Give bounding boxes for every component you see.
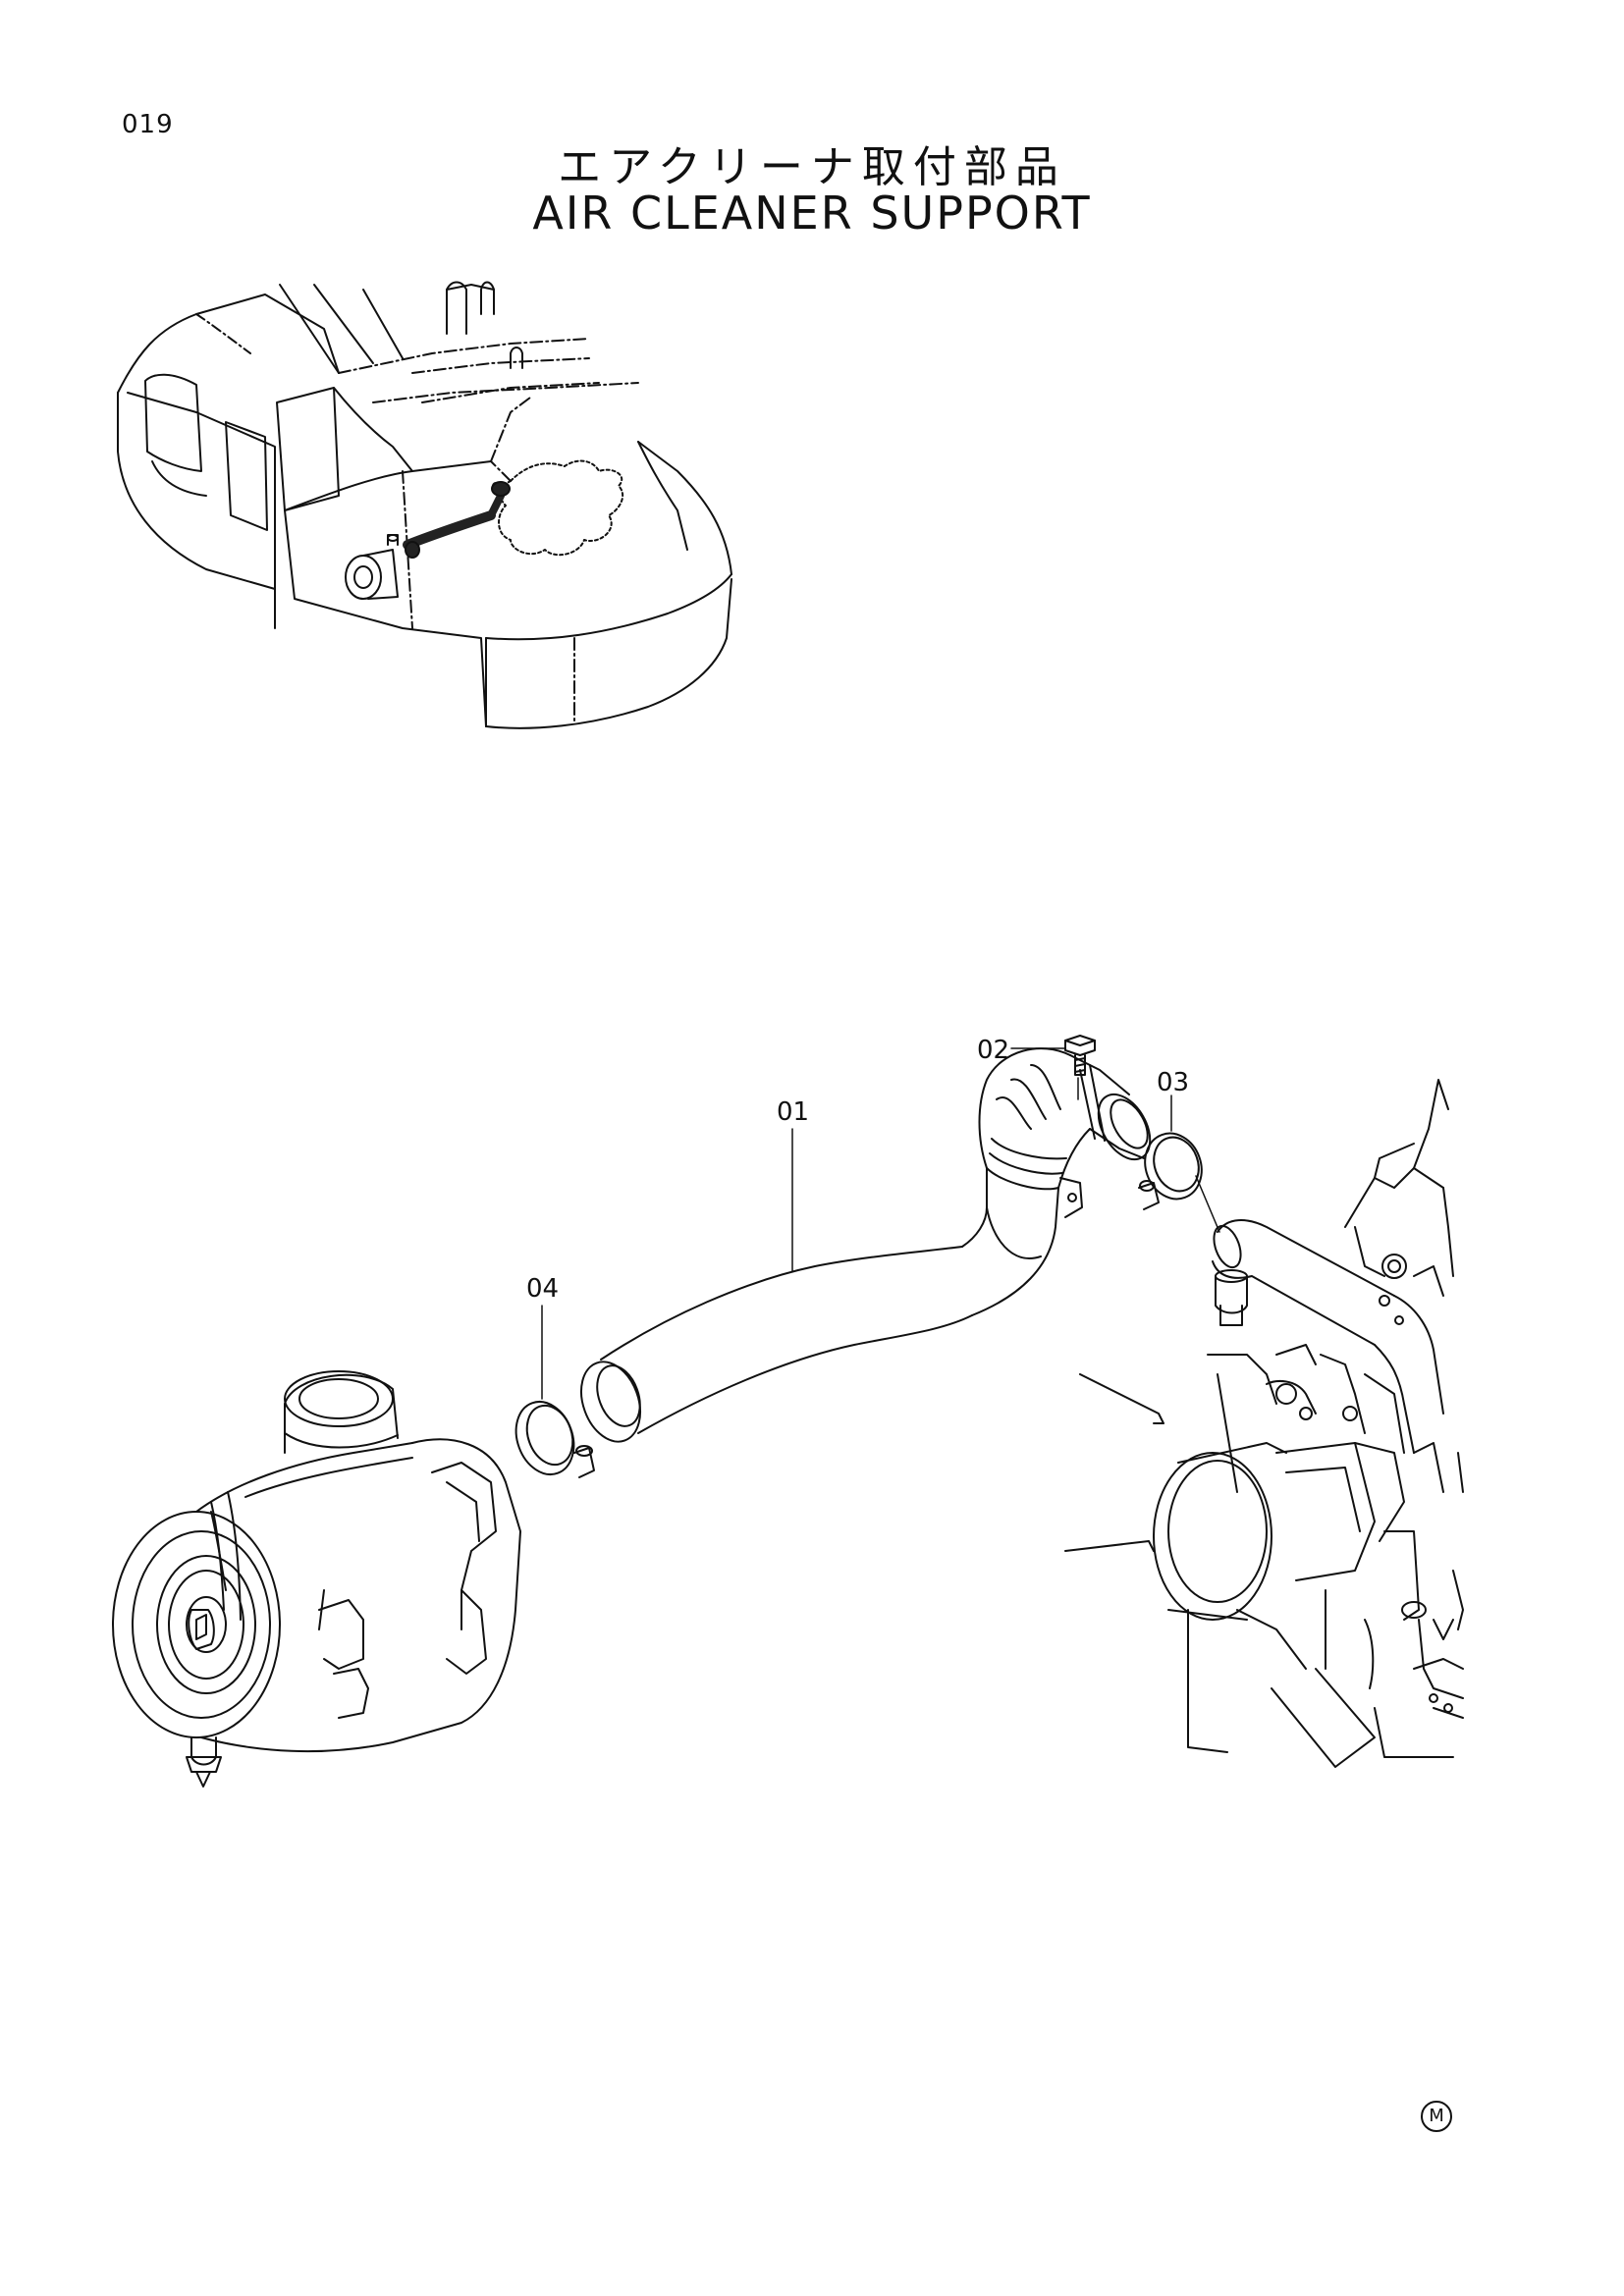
callout-part-03[interactable]: 03 bbox=[1157, 1068, 1190, 1097]
title-japanese: エアクリーナ取付部品 bbox=[558, 142, 1066, 192]
air-cleaner-illustration bbox=[113, 1371, 520, 1787]
excavator-overview-illustration bbox=[118, 283, 731, 728]
callout-part-04[interactable]: 04 bbox=[526, 1274, 560, 1304]
model-mark: M bbox=[1421, 2101, 1452, 2132]
page-number: 019 bbox=[122, 110, 174, 139]
engine-illustration bbox=[1065, 1080, 1463, 1767]
bolt-illustration bbox=[1065, 1036, 1095, 1075]
air-intake-hose-illustration bbox=[570, 1048, 1161, 1450]
hose-clamp-illustration bbox=[507, 1394, 594, 1483]
callout-part-02[interactable]: 02 bbox=[977, 1036, 1010, 1065]
callout-part-01[interactable]: 01 bbox=[777, 1097, 810, 1127]
hose-clamp-illustration bbox=[1136, 1125, 1211, 1209]
page-title: AIR CLEANER SUPPORT bbox=[532, 187, 1092, 240]
callout-leader-lines bbox=[542, 1048, 1219, 1399]
